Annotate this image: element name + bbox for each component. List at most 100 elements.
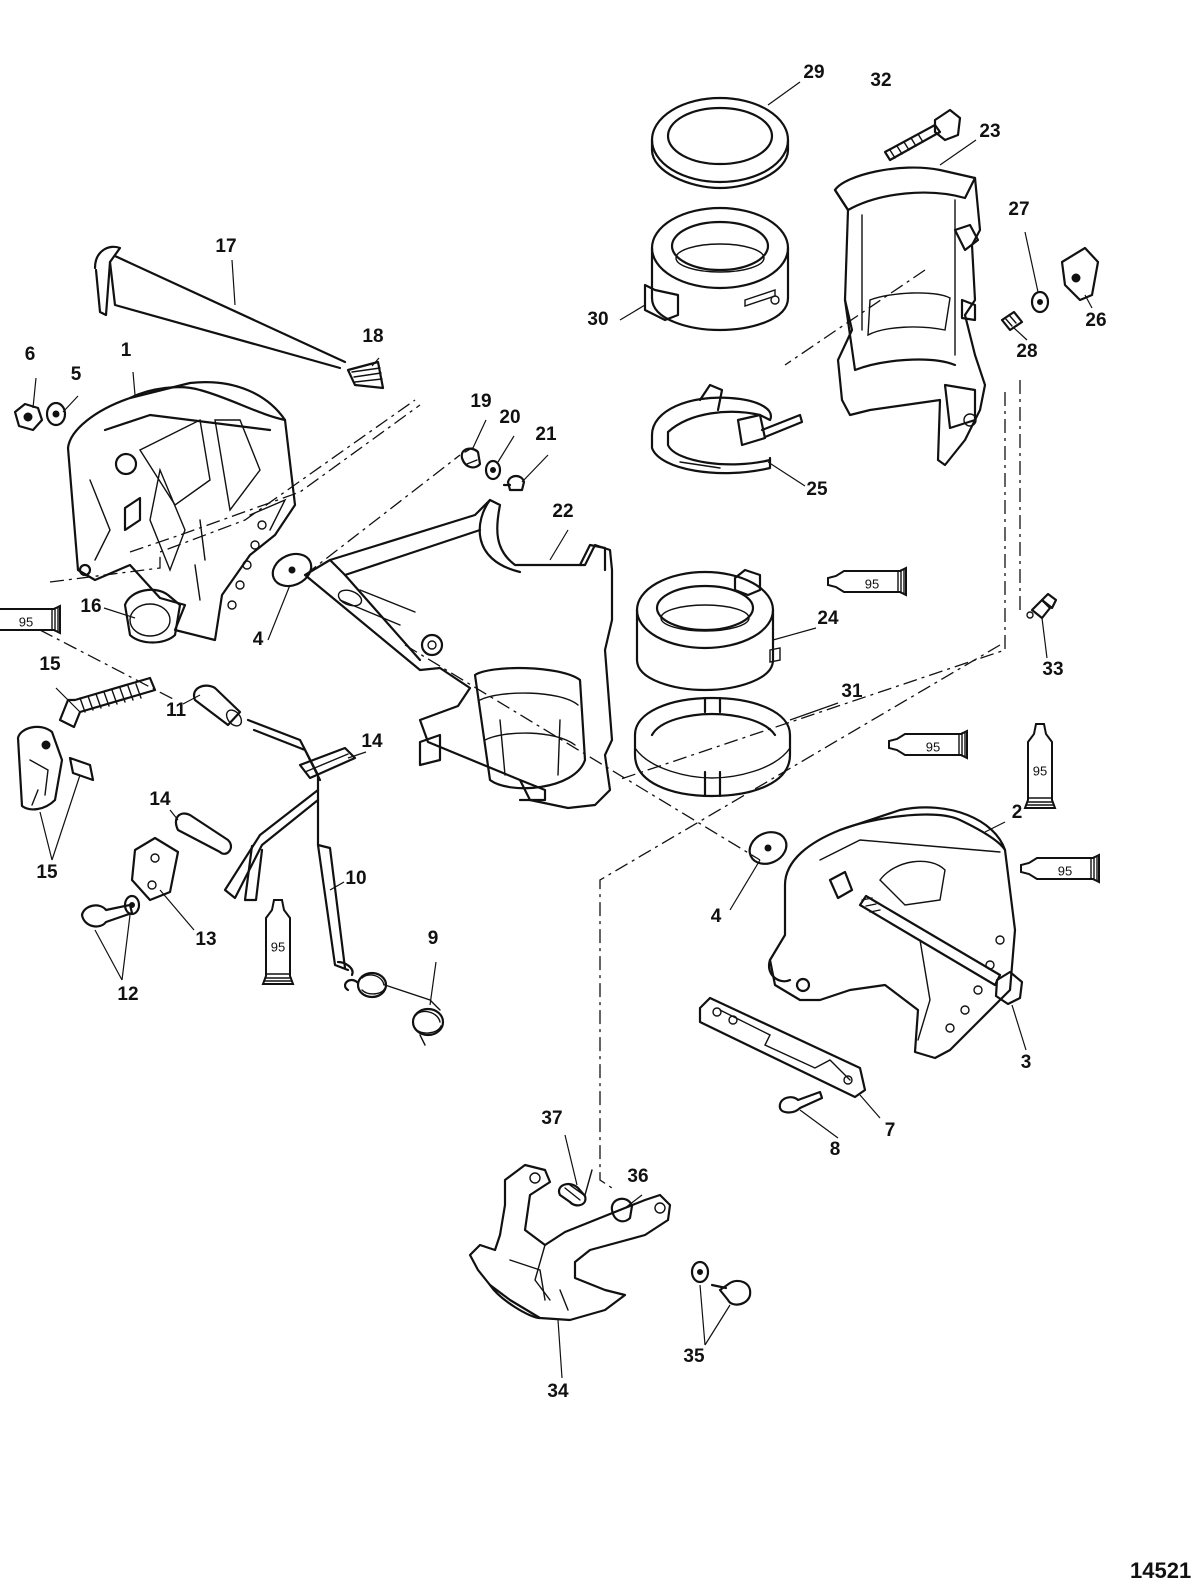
part-6-nut [13, 402, 44, 432]
part-4-washer-right [748, 831, 788, 865]
part-9-spring [343, 971, 445, 1046]
callout-15: 15 [39, 654, 61, 675]
lubricant-tube: 95 [827, 566, 907, 597]
leader-lines [32, 81, 1093, 1379]
assembly-lines [39, 269, 1021, 1191]
part-29-seal-ring [650, 96, 790, 190]
callout-5: 5 [71, 364, 82, 385]
part-37-spring [557, 1169, 593, 1207]
callout-17: 17 [215, 236, 236, 257]
part-35-screw [710, 1279, 752, 1306]
part-28-spring [1000, 310, 1024, 332]
callout-26: 26 [1085, 310, 1106, 331]
part-11-grip [192, 684, 243, 727]
callout-27: 27 [1008, 199, 1029, 220]
callout-1: 1 [121, 340, 132, 361]
part-1-clamp-bracket [66, 381, 297, 642]
callout-28: 28 [1016, 341, 1037, 362]
part-8-screw [778, 1090, 824, 1114]
part-32-bolt [883, 108, 962, 162]
lubricant-tube: 95 [1020, 853, 1100, 884]
part-36-bushing [610, 1197, 634, 1223]
callout-7: 7 [885, 1120, 896, 1141]
part-26-lever [1060, 246, 1100, 302]
part-18-spring [346, 360, 385, 390]
callout-37: 37 [541, 1108, 562, 1129]
callout-4: 4 [253, 629, 264, 650]
lubricant-tube: 95 [1023, 723, 1057, 809]
callout-21: 21 [535, 424, 557, 445]
callout-3: 3 [1021, 1052, 1032, 1073]
part-19-bushing [460, 447, 482, 469]
lubricant-tube: 95 [888, 729, 968, 760]
tube-label: 95 [271, 939, 285, 954]
tube-label: 95 [1058, 863, 1072, 878]
callout-22: 22 [552, 501, 573, 522]
callout-31: 31 [841, 681, 863, 702]
callout-10: 10 [345, 868, 366, 889]
part-15-handle [16, 725, 64, 811]
part-14-bushing-top [298, 746, 357, 780]
part-30-bearing [643, 206, 790, 332]
part-27-washer [1030, 290, 1050, 314]
callout-9: 9 [428, 928, 439, 949]
callout-13: 13 [195, 929, 216, 950]
part-24-bearing [635, 568, 781, 692]
callout-18: 18 [362, 326, 383, 347]
callout-15: 15 [36, 862, 58, 883]
part-15-pin [68, 756, 95, 782]
callout-16: 16 [80, 596, 101, 617]
callout-20: 20 [499, 407, 520, 428]
part-14-bushing-left [174, 812, 233, 855]
callout-32: 32 [870, 70, 891, 91]
part-23-housing [833, 166, 987, 467]
lubricant-tube: 95 [261, 899, 295, 985]
part-2-clamp-bracket [767, 806, 1017, 1060]
tube-label: 95 [865, 576, 879, 591]
part-10-lever-rod [223, 718, 354, 977]
part-15-screw [58, 676, 157, 729]
part-20-washer [484, 459, 502, 481]
tube-label: 95 [19, 614, 33, 629]
callout-34: 34 [547, 1381, 569, 1402]
part-25-clamp-band [650, 383, 804, 475]
figure-id: 14521 [1130, 1558, 1191, 1583]
callout-23: 23 [979, 121, 1000, 142]
part-4-washer-left [271, 552, 313, 588]
callout-11: 11 [166, 700, 187, 721]
part-7-plate [698, 996, 867, 1099]
part-5-washer [45, 401, 67, 427]
part-16-knob [123, 588, 182, 644]
callout-25: 25 [806, 479, 828, 500]
tube-label: 95 [1033, 763, 1047, 778]
callout-30: 30 [587, 309, 608, 330]
callout-4: 4 [711, 906, 722, 927]
lubricant-tubes: 95 95 95 95 95 95 [0, 566, 1100, 985]
part-12-screw [80, 903, 134, 928]
part-17-rod [93, 245, 347, 370]
part-31-split-ring [633, 696, 792, 798]
part-22-swivel-bracket [303, 498, 614, 810]
callout-2: 2 [1012, 802, 1023, 823]
part-34-tilt-lock [468, 1163, 672, 1322]
part-35-washer [690, 1260, 710, 1284]
callout-19: 19 [470, 391, 491, 412]
callout-29: 29 [803, 62, 824, 83]
callout-8: 8 [830, 1139, 841, 1160]
part-12-washer [123, 894, 141, 916]
part-3-bolt [858, 894, 1024, 1006]
callout-35: 35 [683, 1346, 705, 1367]
callout-12: 12 [117, 984, 138, 1005]
callout-6: 6 [25, 344, 36, 365]
callout-14: 14 [149, 789, 171, 810]
callout-14: 14 [361, 731, 383, 752]
part-13-plate [130, 836, 180, 902]
callout-24: 24 [817, 608, 839, 629]
callout-36: 36 [627, 1166, 648, 1187]
part-33-fitting [1026, 592, 1058, 620]
callout-33: 33 [1042, 659, 1063, 680]
tube-label: 95 [926, 739, 940, 754]
callout-labels: 1234456789101112131414151516171819202122… [25, 62, 1107, 1402]
part-21-screw [502, 474, 526, 492]
